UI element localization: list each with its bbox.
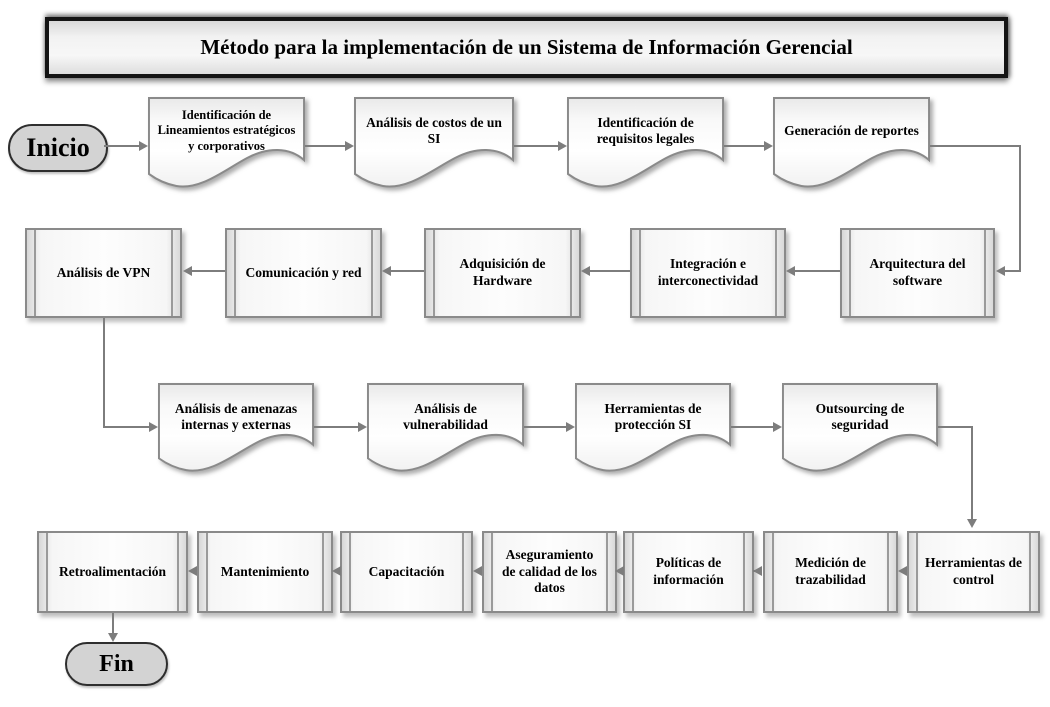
node-label: Outsourcing de seguridad [815, 400, 905, 432]
connector-inicio-doc1 [104, 145, 141, 147]
arrowhead-vpn-amenazas [149, 422, 158, 432]
document-generacion-reportes: Generación de reportes [773, 97, 930, 192]
node-label: Políticas de información [653, 555, 724, 587]
document-requisitos-legales: Identificación de requisitos legales [567, 97, 724, 192]
process-comunicacion-red: Comunicación y red [225, 228, 382, 318]
node-label: Análisis de costos de un SI [366, 114, 502, 146]
diagram-title-text: Método para la implementación de un Sist… [200, 35, 853, 59]
connector-comunicacion-vpn [192, 270, 225, 272]
diagram-title: Método para la implementación de un Sist… [45, 17, 1008, 78]
process-adquisicion-hardware: Adquisición de Hardware [424, 228, 581, 318]
document-identificacion-lineamientos: Identificación de Lineamientos estratégi… [148, 97, 305, 192]
arrowhead-doc2-doc3 [558, 141, 567, 151]
connector-arquitectura-integracion [795, 270, 840, 272]
process-integracion-interconectividad: Integración e interconectividad [630, 228, 786, 318]
connector-reportes-elbow-bottom [1005, 270, 1021, 272]
process-politicas-informacion: Políticas de información [623, 531, 754, 613]
process-arquitectura-software: Arquitectura del software [840, 228, 995, 318]
connector-retroalimentacion-fin [112, 613, 114, 634]
arrowhead-arquitectura-integracion [786, 266, 795, 276]
process-capacitacion: Capacitación [340, 531, 473, 613]
node-label: Aseguramiento de calidad de los datos [502, 546, 597, 596]
arrowhead-inicio-doc1 [139, 141, 148, 151]
process-mantenimiento: Mantenimiento [197, 531, 333, 613]
arrowhead-reportes-arquitectura [996, 266, 1005, 276]
arrowhead-comunicacion-vpn [183, 266, 192, 276]
node-label: Retroalimentación [59, 563, 166, 579]
arrowhead-outsourcing-control [967, 519, 977, 528]
document-shape-icon [575, 383, 731, 472]
document-analisis-vulnerabilidad: Análisis de vulnerabilidad [367, 383, 524, 476]
node-label: Comunicación y red [245, 264, 362, 280]
node-label: Medición de trazabilidad [795, 555, 866, 587]
terminator-start: Inicio [8, 124, 108, 172]
document-shape-icon [782, 383, 938, 472]
connector-reportes-elbow-side [1019, 145, 1021, 271]
connector-vpn-elbow-bottom [103, 426, 149, 428]
arrowhead-politicas-aseguramiento [615, 566, 624, 576]
process-herramientas-control: Herramientas de control [907, 531, 1040, 613]
document-amenazas-internas-externas: Análisis de amenazas internas y externas [158, 383, 314, 476]
arrowhead-vulnerabilidad-proteccion [566, 422, 575, 432]
document-shape-icon [567, 97, 724, 188]
arrowhead-adquisicion-comunicacion [382, 266, 391, 276]
process-analisis-vpn: Análisis de VPN [25, 228, 182, 318]
node-label: Herramientas de protección SI [604, 400, 702, 432]
terminator-start-label: Inicio [26, 133, 90, 162]
arrowhead-proteccion-outsourcing [773, 422, 782, 432]
node-label: Generación de reportes [784, 122, 919, 138]
arrowhead-doc1-doc2 [345, 141, 354, 151]
arrowhead-capacitacion-mantenimiento [332, 566, 341, 576]
arrowhead-amenazas-vulnerabilidad [358, 422, 367, 432]
process-medicion-trazabilidad: Medición de trazabilidad [763, 531, 898, 613]
document-outsourcing-seguridad: Outsourcing de seguridad [782, 383, 938, 476]
process-retroalimentacion: Retroalimentación [37, 531, 188, 613]
connector-adquisicion-comunicacion [391, 270, 424, 272]
connector-vpn-elbow-side [103, 318, 105, 428]
arrowhead-retroalimentacion-fin [108, 633, 118, 642]
node-label: Adquisición de Hardware [459, 256, 546, 288]
connector-vulnerabilidad-proteccion [524, 426, 566, 428]
arrowhead-aseguramiento-capacitacion [473, 566, 482, 576]
document-analisis-costos-si: Análisis de costos de un SI [354, 97, 514, 192]
terminator-end: Fin [65, 642, 168, 686]
connector-doc2-doc3 [514, 145, 558, 147]
connector-amenazas-vulnerabilidad [314, 426, 358, 428]
node-label: Identificación de requisitos legales [596, 114, 695, 146]
node-label: Mantenimiento [220, 563, 310, 579]
node-label: Capacitación [368, 563, 445, 579]
document-shape-icon [148, 97, 305, 188]
connector-doc1-doc2 [305, 145, 345, 147]
connector-outsourcing-elbow-side [971, 426, 973, 520]
document-shape-icon [367, 383, 524, 472]
node-label: Identificación de Lineamientos estratégi… [157, 108, 296, 153]
arrowhead-control-medicion [898, 566, 907, 576]
document-shape-icon [158, 383, 314, 472]
node-label: Análisis de vulnerabilidad [403, 400, 488, 432]
connector-reportes-elbow-top [930, 145, 1021, 147]
node-label: Arquitectura del software [869, 256, 966, 288]
arrowhead-medicion-politicas [753, 566, 762, 576]
connector-outsourcing-elbow-top [938, 426, 973, 428]
node-label: Herramientas de control [924, 555, 1023, 587]
node-label: Integración e interconectividad [657, 256, 759, 288]
arrowhead-integracion-adquisicion [581, 266, 590, 276]
document-herramientas-proteccion-si: Herramientas de protección SI [575, 383, 731, 476]
arrowhead-doc3-doc4 [764, 141, 773, 151]
connector-integracion-adquisicion [590, 270, 630, 272]
node-label: Análisis de amenazas internas y externas [174, 400, 298, 432]
document-shape-icon [354, 97, 514, 188]
arrowhead-mantenimiento-retroalimentacion [188, 566, 197, 576]
document-shape-icon [773, 97, 930, 188]
terminator-end-label: Fin [99, 650, 134, 677]
node-label: Análisis de VPN [56, 264, 151, 280]
connector-doc3-doc4 [724, 145, 764, 147]
connector-proteccion-outsourcing [731, 426, 773, 428]
process-aseguramiento-calidad-datos: Aseguramiento de calidad de los datos [482, 531, 617, 613]
